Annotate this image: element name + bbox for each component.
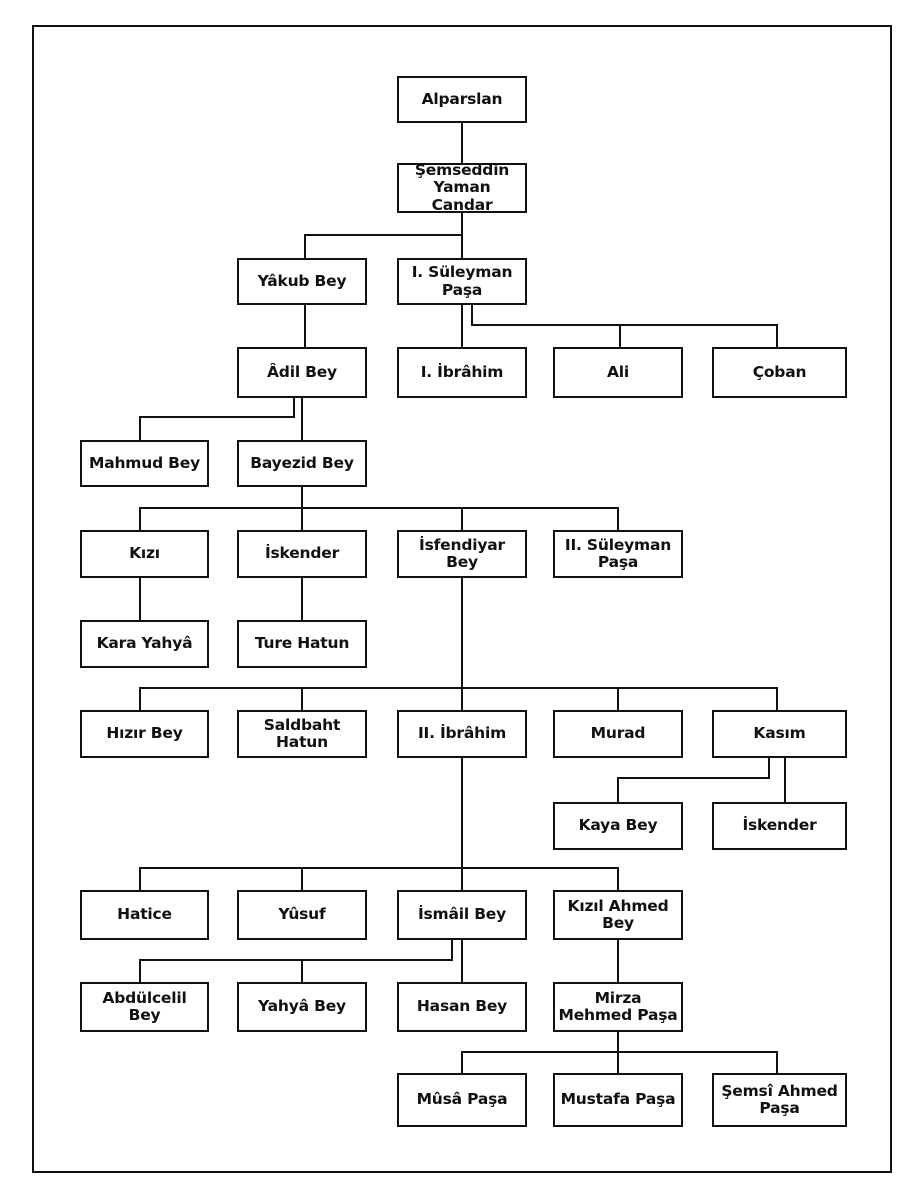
connector xyxy=(471,305,778,347)
node-isfendiyar-bey: İsfendiyar Bey xyxy=(397,530,527,578)
node-ture-hatun: Ture Hatun xyxy=(237,620,367,668)
connector xyxy=(139,940,453,982)
node-yakub-bey: Yâkub Bey xyxy=(237,258,367,305)
node-kizi: Kızı xyxy=(80,530,209,578)
node-coban: Çoban xyxy=(712,347,847,398)
node-hatice: Hatice xyxy=(80,890,209,940)
connector xyxy=(139,398,295,440)
node-musa-pasa: Mûsâ Paşa xyxy=(397,1073,527,1127)
connector xyxy=(139,867,619,890)
node-hizir-bey: Hızır Bey xyxy=(80,710,209,758)
node-ibrahim-1: I. İbrâhim xyxy=(397,347,527,398)
node-ali: Ali xyxy=(553,347,683,398)
node-mustafa-pasa: Mustafa Paşa xyxy=(553,1073,683,1127)
connector xyxy=(139,507,619,530)
node-abdulcelil-bey: Abdülcelil Bey xyxy=(80,982,209,1032)
node-ibrahim-2: II. İbrâhim xyxy=(397,710,527,758)
node-adil-bey: Âdil Bey xyxy=(237,347,367,398)
node-ismail-bey: İsmâil Bey xyxy=(397,890,527,940)
connector xyxy=(139,687,778,710)
connector xyxy=(461,1051,778,1073)
node-hasan-bey: Hasan Bey xyxy=(397,982,527,1032)
node-yahya-bey: Yahyâ Bey xyxy=(237,982,367,1032)
node-alparslan: Alparslan xyxy=(397,76,527,123)
connector xyxy=(304,234,462,258)
diagram-frame xyxy=(32,25,892,1173)
node-kaya-bey: Kaya Bey xyxy=(553,802,683,850)
node-bayezid-bey: Bayezid Bey xyxy=(237,440,367,487)
node-yusuf: Yûsuf xyxy=(237,890,367,940)
node-iskender-2: İskender xyxy=(712,802,847,850)
node-kasim: Kasım xyxy=(712,710,847,758)
connector xyxy=(617,758,770,802)
node-murad: Murad xyxy=(553,710,683,758)
node-mahmud-bey: Mahmud Bey xyxy=(80,440,209,487)
node-kara-yahya: Kara Yahyâ xyxy=(80,620,209,668)
node-iskender-1: İskender xyxy=(237,530,367,578)
